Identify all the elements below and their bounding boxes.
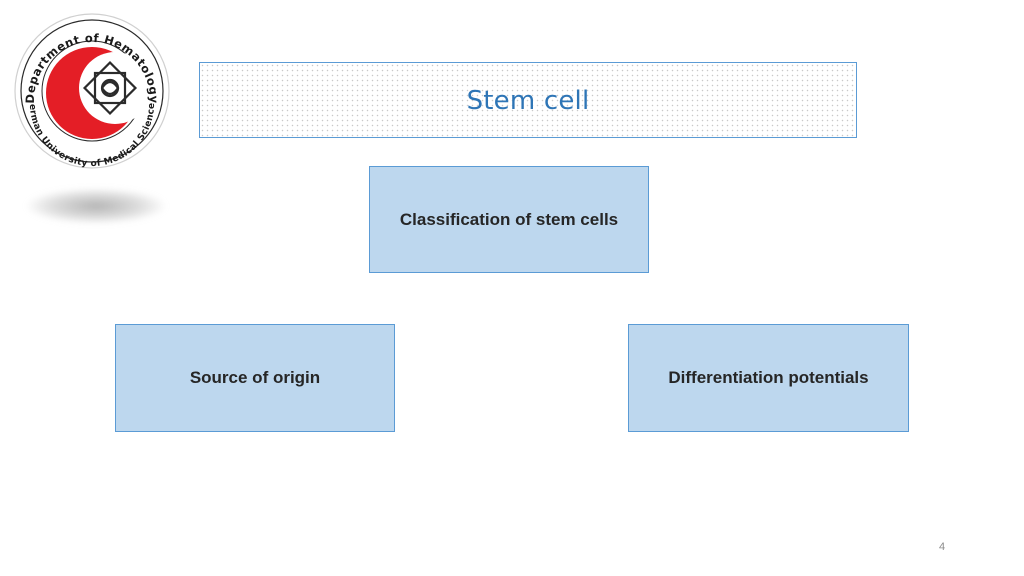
diagram-node-root-label: Classification of stem cells <box>399 209 619 229</box>
title-box: Stem cell <box>199 62 857 138</box>
page-number: 4 <box>938 541 946 553</box>
emblem-icon <box>82 60 138 116</box>
diagram-node-differentiation-potentials: Differentiation potentials <box>628 324 909 432</box>
diagram-node-source-of-origin: Source of origin <box>115 324 395 432</box>
slide-title: Stem cell <box>466 86 590 116</box>
diagram-node-label: Source of origin <box>189 368 321 387</box>
diagram-node-label: Differentiation potentials <box>668 368 869 387</box>
department-logo: Department of Hematology Kerman Universi… <box>12 12 170 169</box>
logo-shadow <box>26 188 166 224</box>
diagram-node-root: Classification of stem cells <box>369 166 649 273</box>
